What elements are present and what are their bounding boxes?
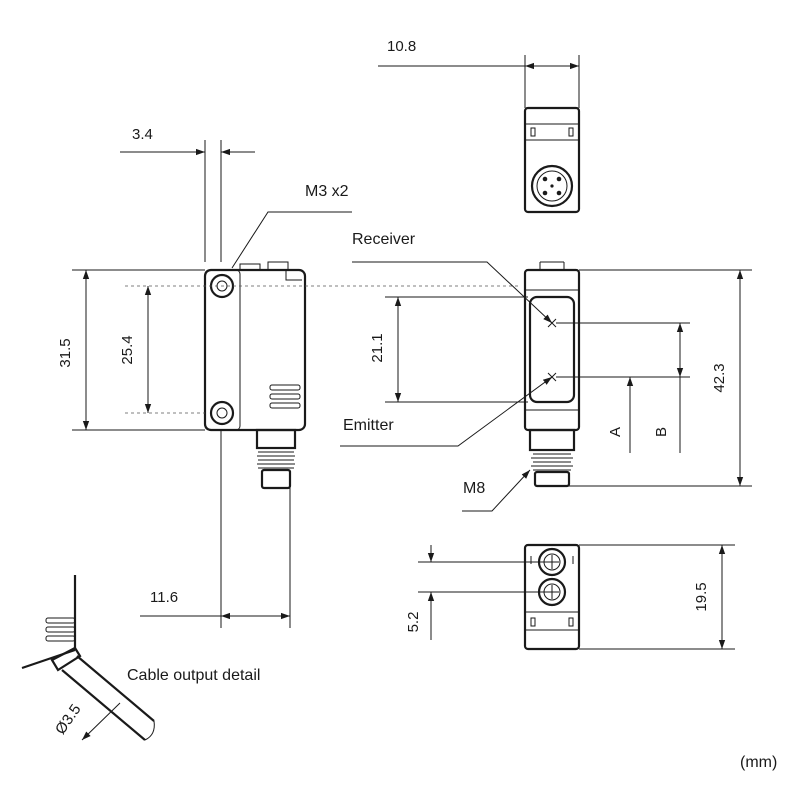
dim-connector-offset: 11.6 xyxy=(150,589,178,606)
label-axis-b: B xyxy=(653,427,670,437)
dim-bottom-depth: 19.5 xyxy=(693,582,710,611)
units-label: (mm) xyxy=(740,754,777,771)
cable-detail: Ø3.5 Cable output detail xyxy=(21,575,260,741)
dim-optical-pitch: 21.1 xyxy=(369,333,386,362)
label-mounting: M3 x2 xyxy=(305,183,349,200)
connector-face xyxy=(530,164,574,208)
dim-hole-pitch: 25.4 xyxy=(119,335,136,364)
bottom-view: 5.2 19.5 xyxy=(405,543,735,651)
label-cable-detail: Cable output detail xyxy=(127,667,260,684)
label-receiver: Receiver xyxy=(352,231,416,248)
sensor-body-side xyxy=(203,268,307,432)
dim-cable-diameter: Ø3.5 xyxy=(52,701,85,737)
top-view: 10.8 xyxy=(378,38,581,214)
dim-top-width: 10.8 xyxy=(387,38,416,55)
dim-total-height: 42.3 xyxy=(711,363,728,392)
label-connector: M8 xyxy=(463,480,485,497)
side-view: 3.4 M3 x2 31.5 25.4 xyxy=(57,126,520,628)
optical-window xyxy=(528,295,576,404)
label-axis-a: A xyxy=(607,427,624,437)
dim-body-height: 31.5 xyxy=(57,338,74,367)
dim-mount-offset: 3.4 xyxy=(132,126,153,143)
front-view: Receiver Emitter 21.1 A B 42.3 M8 xyxy=(340,231,752,512)
dim-bottom-offset: 5.2 xyxy=(405,612,422,633)
sensor-body-front xyxy=(523,268,581,432)
label-emitter: Emitter xyxy=(343,417,394,434)
